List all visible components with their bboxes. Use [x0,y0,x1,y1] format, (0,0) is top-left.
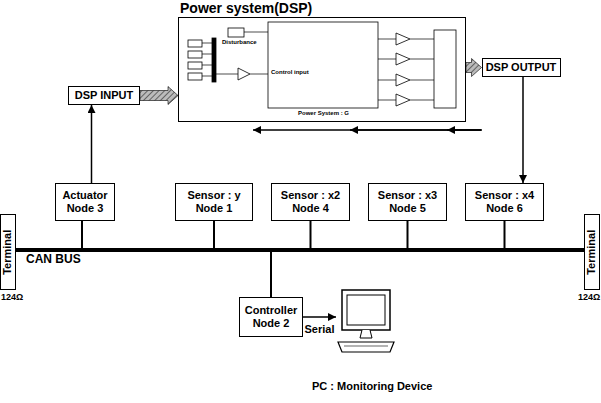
bus-tap [270,250,272,297]
node-text: Actuator Node 3 [59,189,111,214]
sensor-node: Sensor : x3 Node 5 [368,183,447,221]
termination-value: 124Ω [1,293,23,303]
node-text: Sensor : x3 Node 5 [375,189,441,214]
node-text: Terminal [586,229,599,274]
signal-arrow [140,87,178,105]
block-label: Disturbance [222,39,257,46]
io-box: DSP OUTPUT [482,58,561,77]
connector [522,77,524,183]
node-text: PC : Monitoring Device [312,380,432,393]
node-text: Power system(DSP) [180,0,312,16]
node-text: DSP OUTPUT [486,61,557,74]
input-block [188,73,202,80]
can-bus-line [16,248,584,252]
connector [303,316,336,318]
block-label: Power System : G [298,110,349,117]
output-gain [396,33,410,45]
connector [253,129,482,131]
output-gain [396,74,410,86]
connector [91,105,93,183]
node-text: Sensor : x2 Node 4 [278,189,344,214]
actuator-node: Actuator Node 3 [55,183,115,221]
controller-node: Controller Node 2 [239,297,303,337]
output-gain [396,94,410,106]
input-block [188,51,202,58]
node-text: Controller Node 2 [243,304,299,329]
sensor-node: Sensor : x4 Node 6 [465,183,544,221]
block-label: Control input [271,69,309,76]
bus-tap [81,221,83,250]
dsp-panel: Power system(DSP) [178,0,466,122]
connector [350,129,482,131]
input-block [188,40,202,47]
dsp-out-block [434,30,456,108]
pc-icon [336,288,396,378]
bus-name: CAN BUS [26,253,81,266]
bus-tap [504,221,506,250]
input-gain [238,68,250,80]
disturbance-block [228,28,244,37]
signal-arrow [466,59,482,77]
bus-tap [213,221,215,250]
node-text: Sensor : x4 Node 6 [472,189,538,214]
mux-bar [212,38,216,82]
signal-wires [202,32,434,100]
bus-terminal: Terminal [584,214,600,290]
node-text: Terminal [2,229,15,274]
bus-tap [407,221,409,250]
dsp-frame [178,17,466,122]
termination-value: 124Ω [578,293,600,303]
input-block [188,62,202,69]
plant-subsystem [268,22,378,108]
pc-monitor: PC : Monitoring Device [336,288,396,380]
sensor-node: Sensor : y Node 1 [175,183,253,221]
sensor-node: Sensor : x2 Node 4 [271,183,350,221]
connector [447,129,482,131]
node-text: Sensor : y Node 1 [181,189,247,214]
bus-terminal: Terminal [0,214,16,290]
output-gain [396,53,410,65]
io-box: DSP INPUT [68,86,140,105]
edge-label: Serial [303,323,337,335]
bus-tap [310,221,312,250]
node-text: DSP INPUT [75,89,133,102]
